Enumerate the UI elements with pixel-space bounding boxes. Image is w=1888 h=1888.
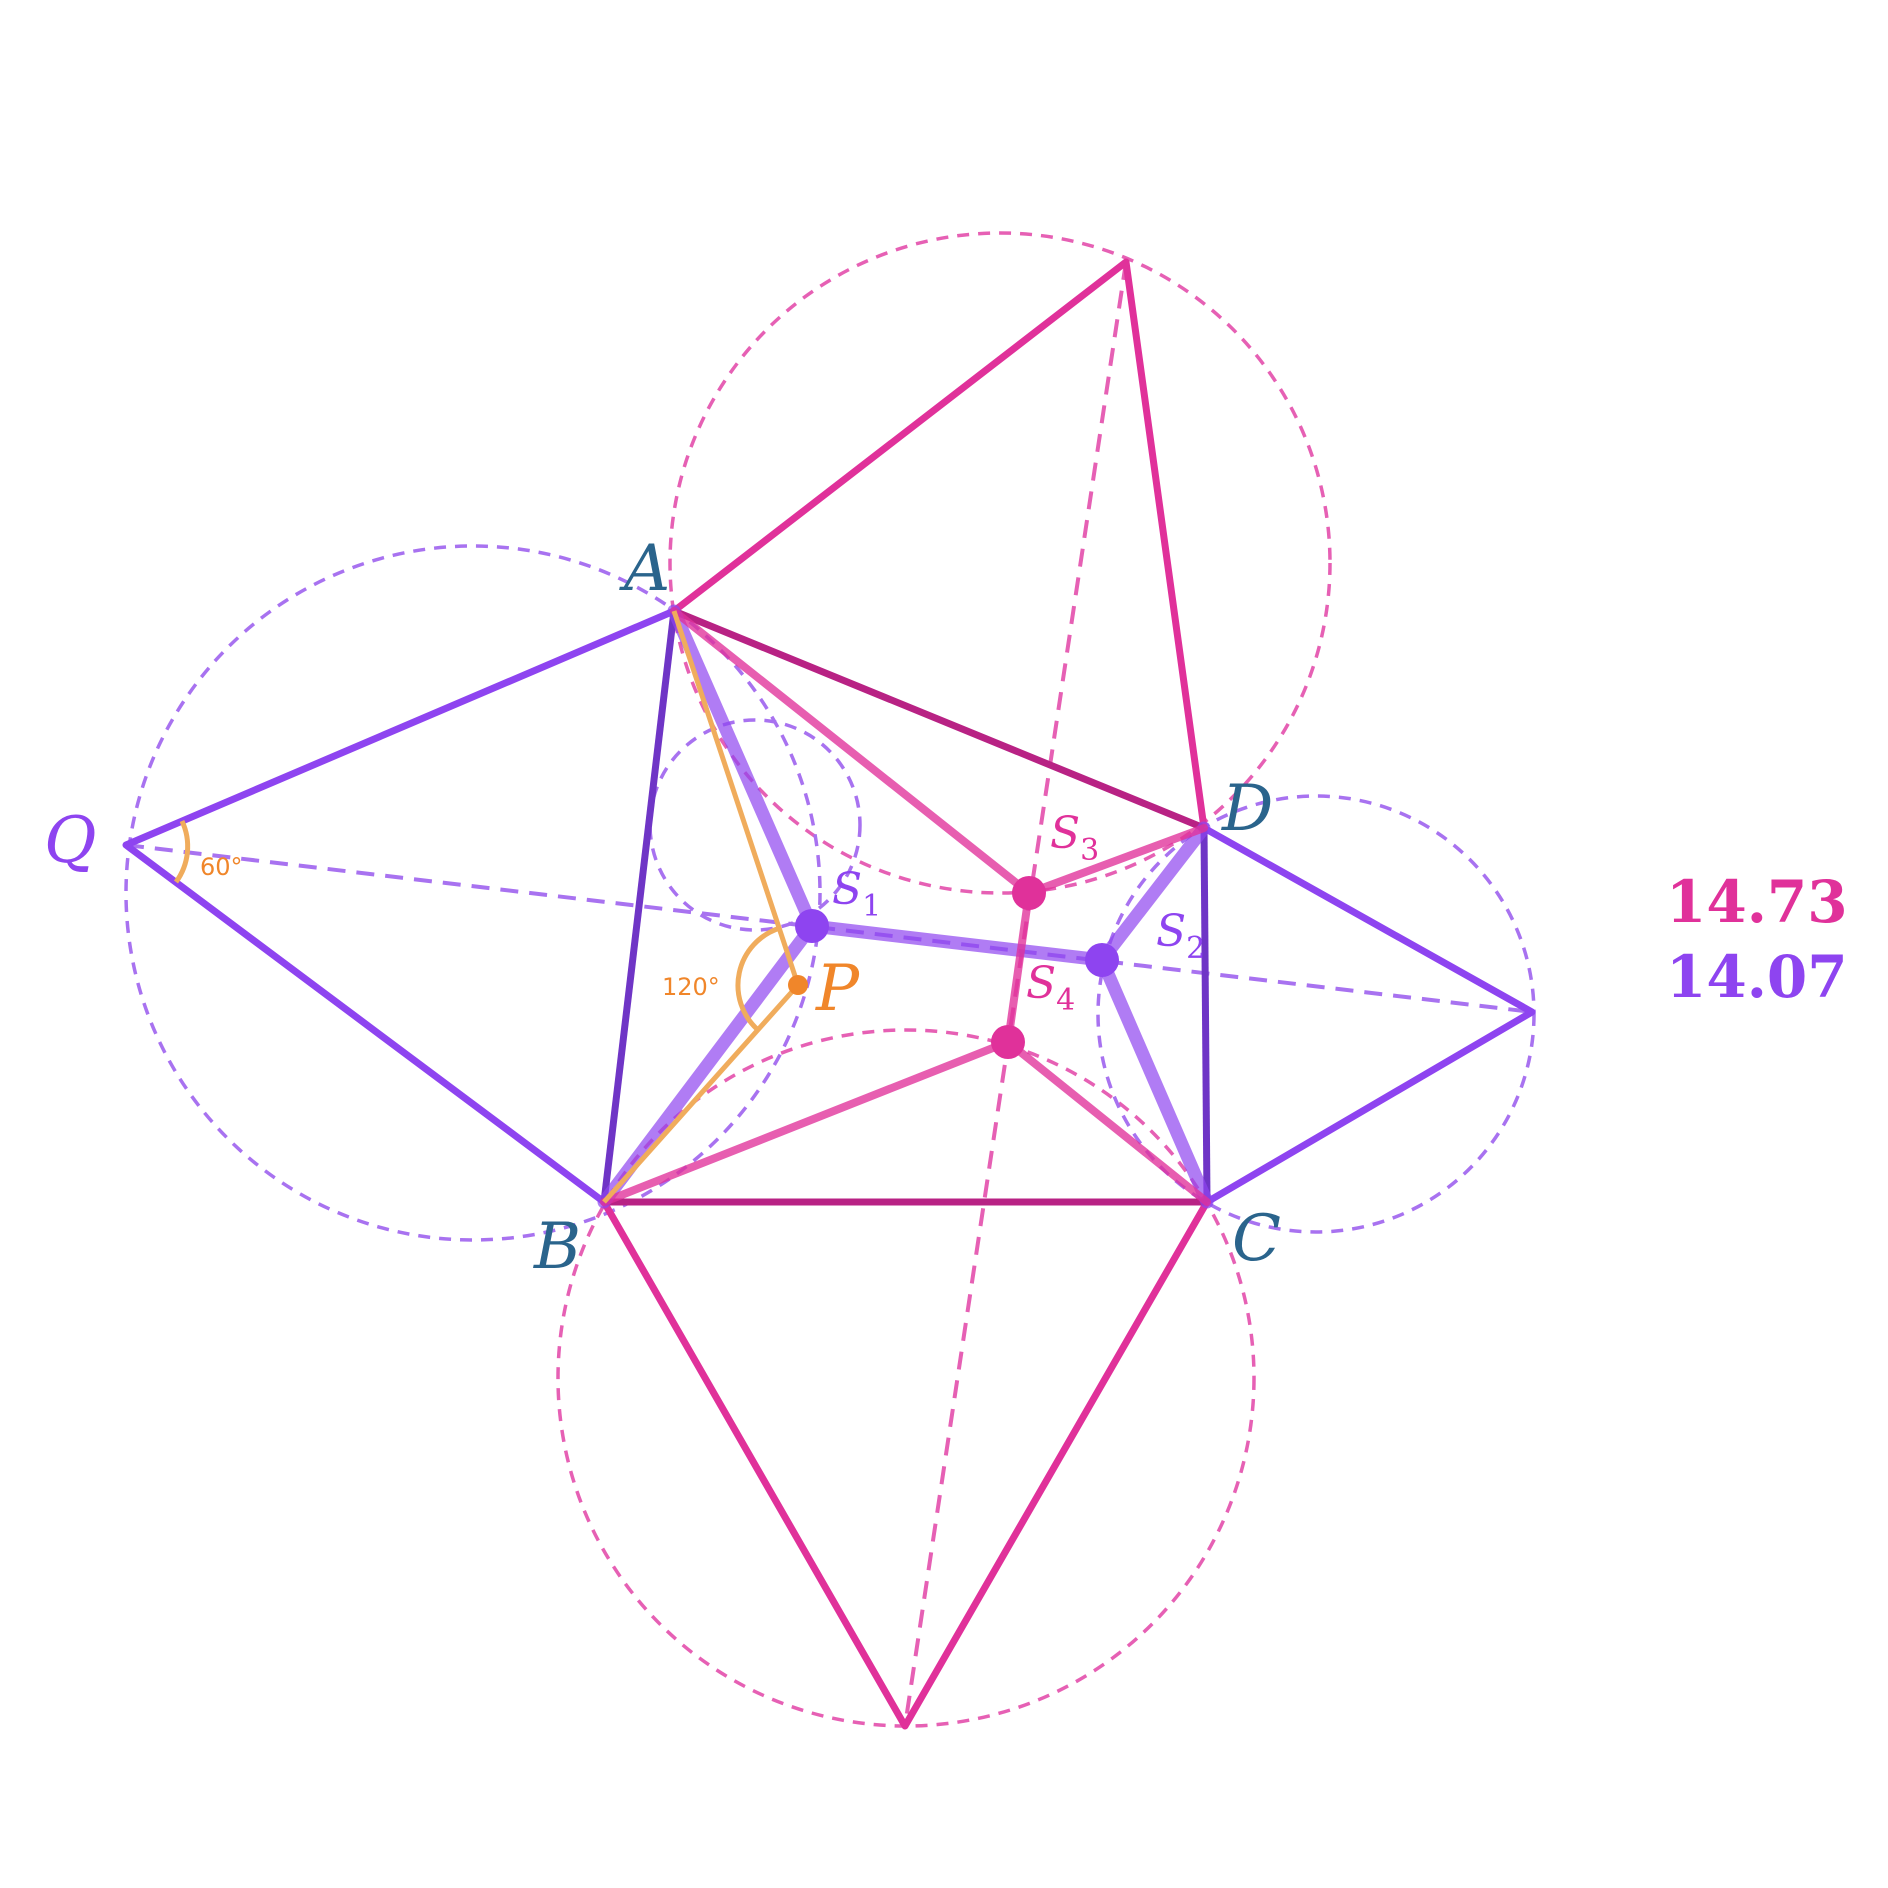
triangle-right: [1202, 824, 1536, 1206]
point-S3: [1012, 876, 1046, 910]
triangle-bottom: [600, 1200, 1211, 1730]
outer-triangles: [122, 258, 1536, 1730]
triangle-top: [671, 258, 1208, 829]
net-A-S3: [670, 607, 1033, 897]
label-P: P: [815, 952, 860, 1026]
label-C: C: [1232, 1202, 1281, 1276]
net-C-S2: [1095, 953, 1214, 1209]
angle-label-Q: 60°: [200, 853, 243, 881]
point-S4: [991, 1025, 1025, 1059]
point-S2: [1085, 943, 1119, 977]
circle-left: [124, 544, 822, 1242]
label-S1: S1: [832, 864, 881, 924]
label-Q: Q: [44, 804, 96, 878]
point-S1: [795, 909, 829, 943]
label-S4: S4: [1026, 958, 1075, 1018]
circle-top: [668, 231, 1332, 895]
angle-arc-Q: [173, 819, 191, 884]
magenta-network: [600, 607, 1211, 1206]
orange-construction: [173, 610, 801, 1204]
net-D-S3: [1025, 824, 1208, 897]
label-S3: S3: [1050, 808, 1099, 868]
label-A: A: [619, 532, 670, 606]
side-DA: [672, 607, 1206, 832]
angle-arc-P: [735, 925, 781, 1032]
label-S2: S2: [1156, 906, 1205, 966]
angle-label-P: 120°: [662, 973, 720, 1001]
purple-network: [597, 604, 1214, 1209]
side-CD: [1200, 827, 1211, 1203]
net-S1-S2: [805, 919, 1109, 967]
segment-A-P: [671, 610, 801, 986]
net-S3-S4: [1004, 889, 1033, 1046]
label-B: B: [533, 1210, 581, 1284]
net-D-S2: [1095, 821, 1211, 967]
circle-small-inner: [648, 718, 862, 932]
point-P: [788, 975, 808, 995]
segment-B-P: [602, 983, 800, 1204]
net-B-S1: [597, 919, 819, 1209]
label-D: D: [1221, 772, 1273, 846]
triangle-left: [122, 607, 676, 1205]
quadrilateral: [600, 607, 1211, 1206]
net-B-S4: [600, 1038, 1012, 1206]
result-purple: 14.07: [1666, 943, 1848, 1011]
net-C-S4: [1004, 1038, 1211, 1206]
result-magenta: 14.73: [1666, 868, 1848, 936]
side-AB: [600, 610, 678, 1203]
net-A-S1: [667, 604, 819, 933]
